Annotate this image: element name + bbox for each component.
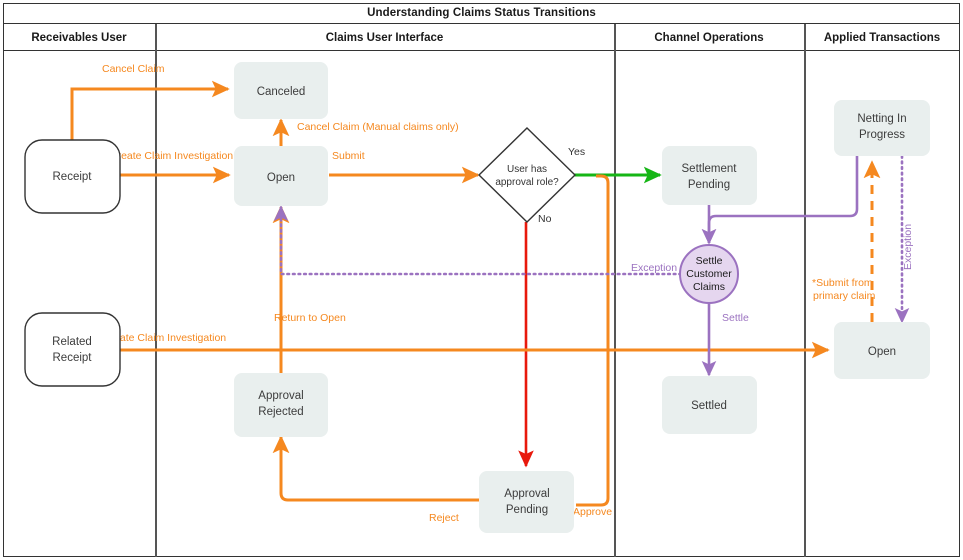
node-approval-pending[interactable]: Approval Pending [479,471,574,533]
node-label-settle-customer-claims-3: Claims [693,281,725,293]
edge-label-create-claim-investigation-2: Create Claim Investigation [103,332,226,344]
diagram-frame [3,3,960,557]
node-label-approval-rejected-1: Approval [258,390,303,402]
edge-decision-yes: Yes [568,146,662,184]
edge-label-exception-right: Exception [902,224,914,270]
edge-related-receipt-create-claim: Create Claim Investigation [103,332,830,359]
node-label-decision-2: approval role? [495,177,559,188]
node-settlement-pending[interactable]: Settlement Pending [662,146,757,205]
node-label-canceled: Canceled [257,86,306,98]
node-label-netting-in-progress-1: Netting In [857,113,906,125]
edge-open-submit: Submit [329,150,480,184]
node-label-receipt: Receipt [53,171,93,183]
edge-receipt-create-claim: Create Claim Investigation [110,150,233,184]
edge-label-yes: Yes [568,146,585,158]
edge-label-submit-from-primary-2: primary claim [813,290,876,302]
lane-header-receivables-user: Receivables User [31,31,127,44]
edge-label-approve: Approve [573,506,612,518]
node-label-related-receipt-1: Related [52,336,92,348]
edge-open-cancel-claim: Cancel Claim (Manual claims only) [272,118,459,146]
edge-label-submit: Submit [332,150,365,162]
edge-label-reject: Reject [429,512,459,524]
node-label-netting-in-progress-2: Progress [859,129,905,141]
lane-header-claims-user-interface: Claims User Interface [325,31,444,44]
node-label-approval-pending-2: Pending [506,504,548,516]
lane-header-channel-operations: Channel Operations [654,31,764,44]
lane-header-applied-transactions: Applied Transactions [823,31,941,44]
edge-applied-open-submit-primary: *Submit from primary claim [812,160,881,322]
edge-label-no: No [538,213,552,225]
edge-approval-rejected-return: Return to Open [272,205,346,373]
node-settle-customer-claims[interactable]: Settle Customer Claims [679,244,739,304]
node-label-settle-customer-claims-2: Customer [686,268,732,280]
node-related-receipt[interactable]: Related Receipt [24,312,121,387]
edge-settle-customer-claims-settle: Settle [701,302,749,377]
edge-label-return-to-open: Return to Open [274,312,346,324]
edge-label-cancel-claim-manual: Cancel Claim (Manual claims only) [297,121,459,133]
node-label-approval-pending-1: Approval [504,488,549,500]
node-label-approval-rejected-2: Rejected [258,406,303,418]
edge-label-submit-from-primary-1: *Submit from [812,277,873,289]
edge-decision-no: No [518,213,552,468]
edge-receipt-cancel-claim: Cancel Claim [70,63,230,146]
node-label-settled: Settled [691,400,727,412]
node-label-open: Open [267,172,295,184]
edge-approval-pending-approve: Approve [573,174,612,518]
node-decision-approval-role[interactable]: User has approval role? [477,127,577,223]
lane-divider-1 [155,24,157,557]
node-canceled[interactable]: Canceled [234,62,328,119]
lane-divider-2 [614,24,616,557]
node-label-applied-open: Open [868,346,896,358]
node-label-decision-1: User has [507,164,547,175]
edge-label-exception: Exception [631,262,677,274]
edge-approval-pending-reject: Reject [272,435,479,524]
node-applied-open[interactable]: Open [834,322,930,379]
edge-netting-exception: Exception [894,154,914,324]
edge-netting-to-settle [701,156,859,245]
lane-divider-3 [804,24,806,557]
node-receipt[interactable]: Receipt [24,139,121,214]
node-netting-in-progress[interactable]: Netting In Progress [834,100,930,156]
edge-label-settle: Settle [722,312,749,324]
node-settled[interactable]: Settled [662,376,757,434]
node-approval-rejected[interactable]: Approval Rejected [234,373,328,437]
edge-settle-customer-claims-exception: Exception [273,205,683,276]
node-label-settlement-pending-1: Settlement [682,163,738,175]
edge-label-cancel-claim: Cancel Claim [102,63,165,75]
diagram-title: Understanding Claims Status Transitions [3,3,960,24]
node-label-settlement-pending-2: Pending [688,179,730,191]
node-label-settle-customer-claims-1: Settle [696,255,723,267]
node-open[interactable]: Open [234,146,328,206]
node-label-related-receipt-2: Receipt [53,352,93,364]
lane-header-row: Receivables User Claims User Interface C… [3,24,960,51]
edge-label-create-claim-investigation: Create Claim Investigation [110,150,233,162]
